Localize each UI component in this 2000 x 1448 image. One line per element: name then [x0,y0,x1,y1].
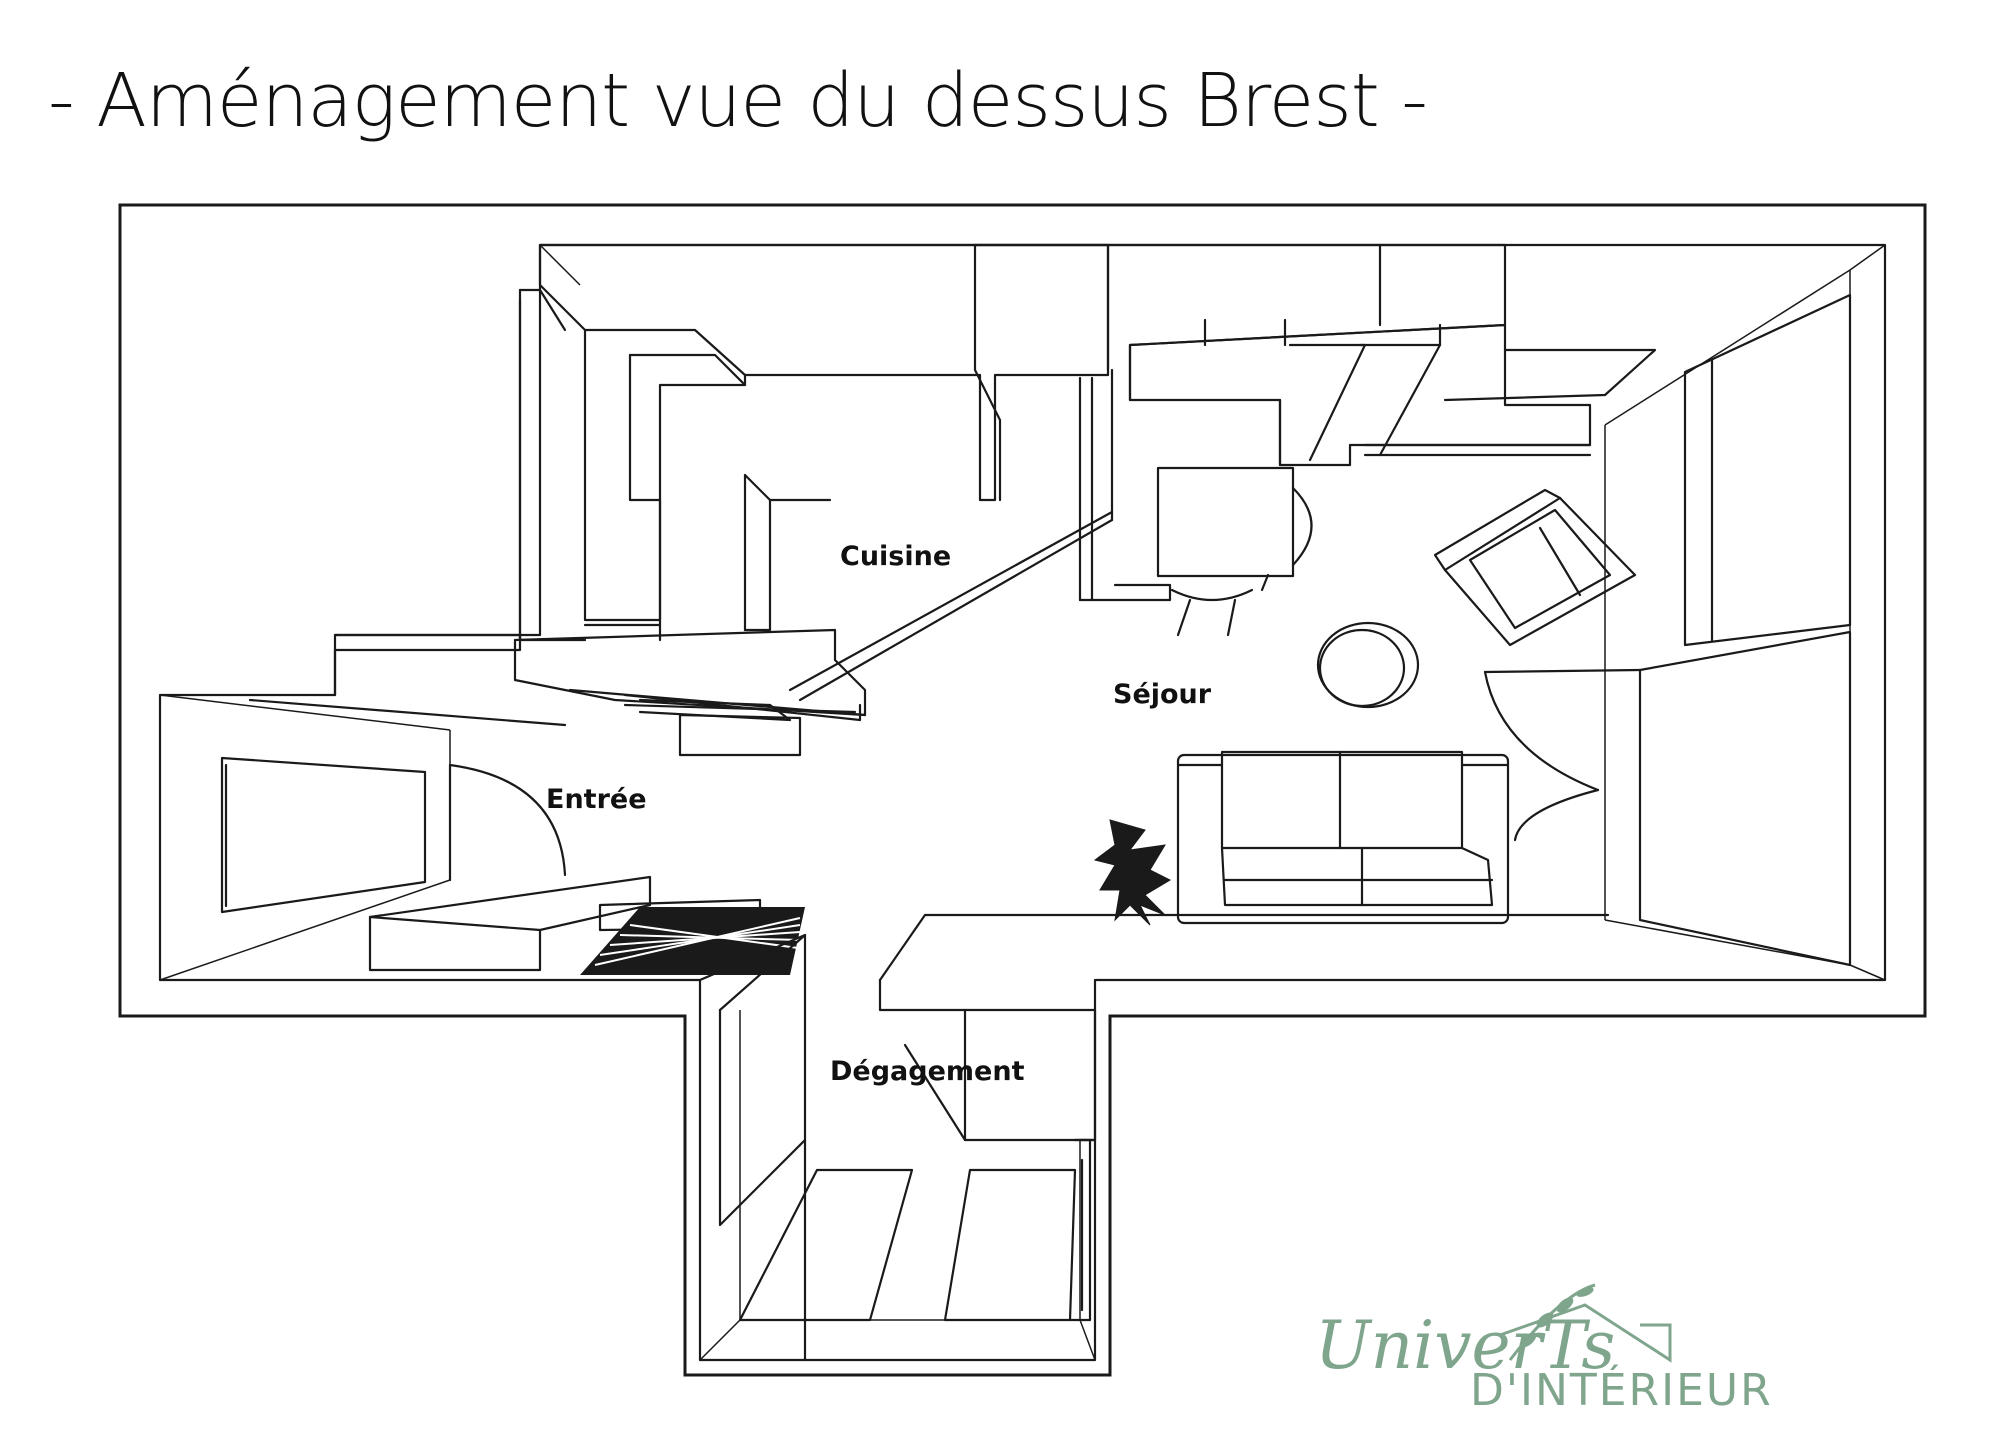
brand-logo: UniverTs D'INTÉRIEUR [1315,1283,1773,1416]
plant-icon [1093,819,1172,926]
sofa [1176,750,1510,925]
room-label-sejour: Séjour [1113,679,1212,710]
logo-script: UniverTs [1315,1307,1615,1384]
window-right [1638,293,1852,967]
bar-rail [788,368,1172,702]
degagement-storage [698,913,1610,1362]
inner-wall [158,243,1887,1362]
logo-sub: D'INTÉRIEUR [1470,1363,1773,1416]
house-icon [1499,1303,1672,1363]
tall-cabinets [973,243,1657,502]
pouf [1316,621,1420,709]
perspective-lines [159,244,1886,1361]
outer-wall [118,203,1927,1377]
window-left [220,756,427,914]
door-arcs [448,668,1642,882]
page-title: - Aménagement vue du dessus Brest - [48,58,1428,144]
room-label-cuisine: Cuisine [840,541,951,572]
kitchen-peninsula [248,628,867,757]
kitchen-counters [518,243,1110,642]
dining-table [1156,466,1313,637]
armchair [1433,488,1637,647]
corridor-rugs [738,1138,1092,1322]
room-label-entree: Entrée [546,784,647,815]
room-label-degagement: Dégagement [830,1056,1025,1087]
